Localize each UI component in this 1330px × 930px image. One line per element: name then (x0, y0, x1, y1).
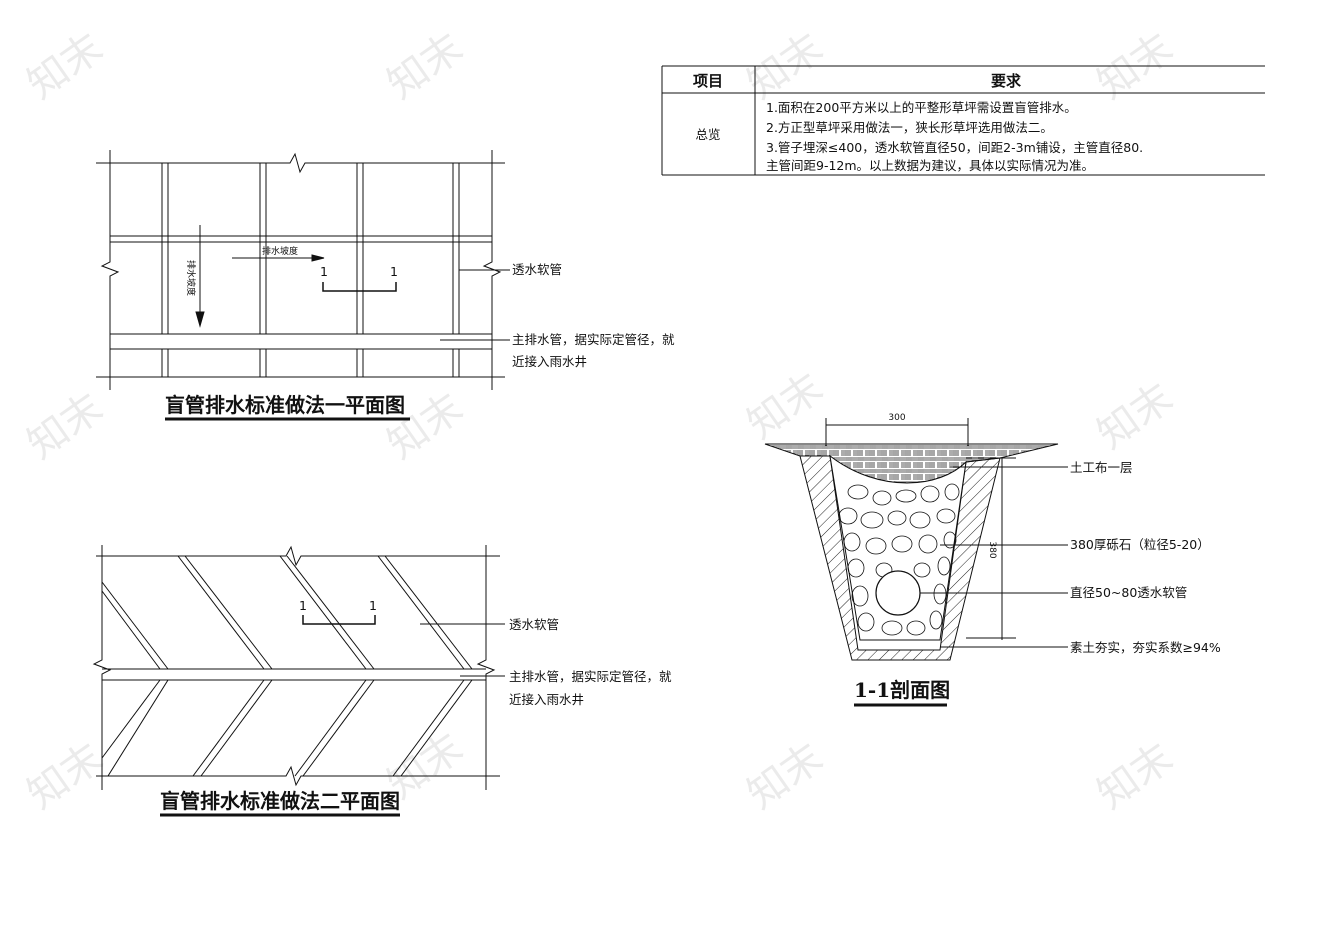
requirements-table (661, 65, 1265, 176)
section-label-gravel: 380厚砾石（粒径5-20） (1070, 537, 1210, 552)
section-label-pipe: 直径50~80透水软管 (1070, 585, 1187, 600)
table-row-label: 总览 (695, 127, 720, 142)
section-title: 1-1剖面图 (854, 678, 950, 702)
plan1-section-right: 1 (390, 264, 398, 279)
watermark: 知末 (1089, 375, 1181, 459)
plan1-label-main-line2: 近接入雨水井 (512, 354, 587, 369)
plan-two-drawing (92, 545, 505, 790)
plan2-label-hose: 透水软管 (509, 617, 559, 632)
plan2-label-main-line1: 主排水管，据实际定管径，就 (509, 669, 672, 684)
watermark: 知末 (739, 735, 831, 819)
plan-one-drawing (96, 150, 510, 390)
watermark: 知末 (19, 385, 111, 469)
plan1-slope-vertical: 排水坡度 (185, 260, 197, 296)
table-header-requirements: 要求 (991, 72, 1022, 90)
table-line-3: 3.管子埋深≤400，透水软管直径50，间距2-3m铺设，主管直径80. (766, 140, 1143, 155)
section-label-geotextile: 土工布一层 (1070, 460, 1133, 475)
section-label-soil: 素土夯实，夯实系数≥94% (1070, 640, 1221, 655)
plan1-title: 盲管排水标准做法一平面图 (165, 393, 405, 417)
table-header-item: 项目 (693, 72, 723, 90)
table-line-1: 1.面积在200平方米以上的平整形草坪需设置盲管排水。 (766, 100, 1077, 115)
watermark: 知末 (739, 365, 831, 449)
plan1-slope-horizontal: 排水坡度 (262, 245, 298, 257)
watermark: 知末 (379, 25, 471, 109)
section-dim-width: 300 (888, 413, 905, 423)
plan2-title: 盲管排水标准做法二平面图 (160, 789, 400, 813)
section-drawing (764, 418, 1068, 661)
plan2-section-left: 1 (299, 598, 307, 613)
watermark: 知末 (1089, 735, 1181, 819)
table-line-2: 2.方正型草坪采用做法一，狭长形草坪选用做法二。 (766, 120, 1053, 135)
table-line-4: 主管间距9-12m。以上数据为建议，具体以实际情况为准。 (766, 158, 1094, 173)
plan1-label-hose: 透水软管 (512, 262, 562, 277)
watermark: 知末 (19, 25, 111, 109)
section-dim-depth: 380 (987, 541, 997, 558)
plan1-section-left: 1 (320, 264, 328, 279)
plan1-label-main-line1: 主排水管，据实际定管径，就 (512, 332, 675, 347)
plan2-label-main-line2: 近接入雨水井 (509, 692, 584, 707)
plan2-section-right: 1 (369, 598, 377, 613)
